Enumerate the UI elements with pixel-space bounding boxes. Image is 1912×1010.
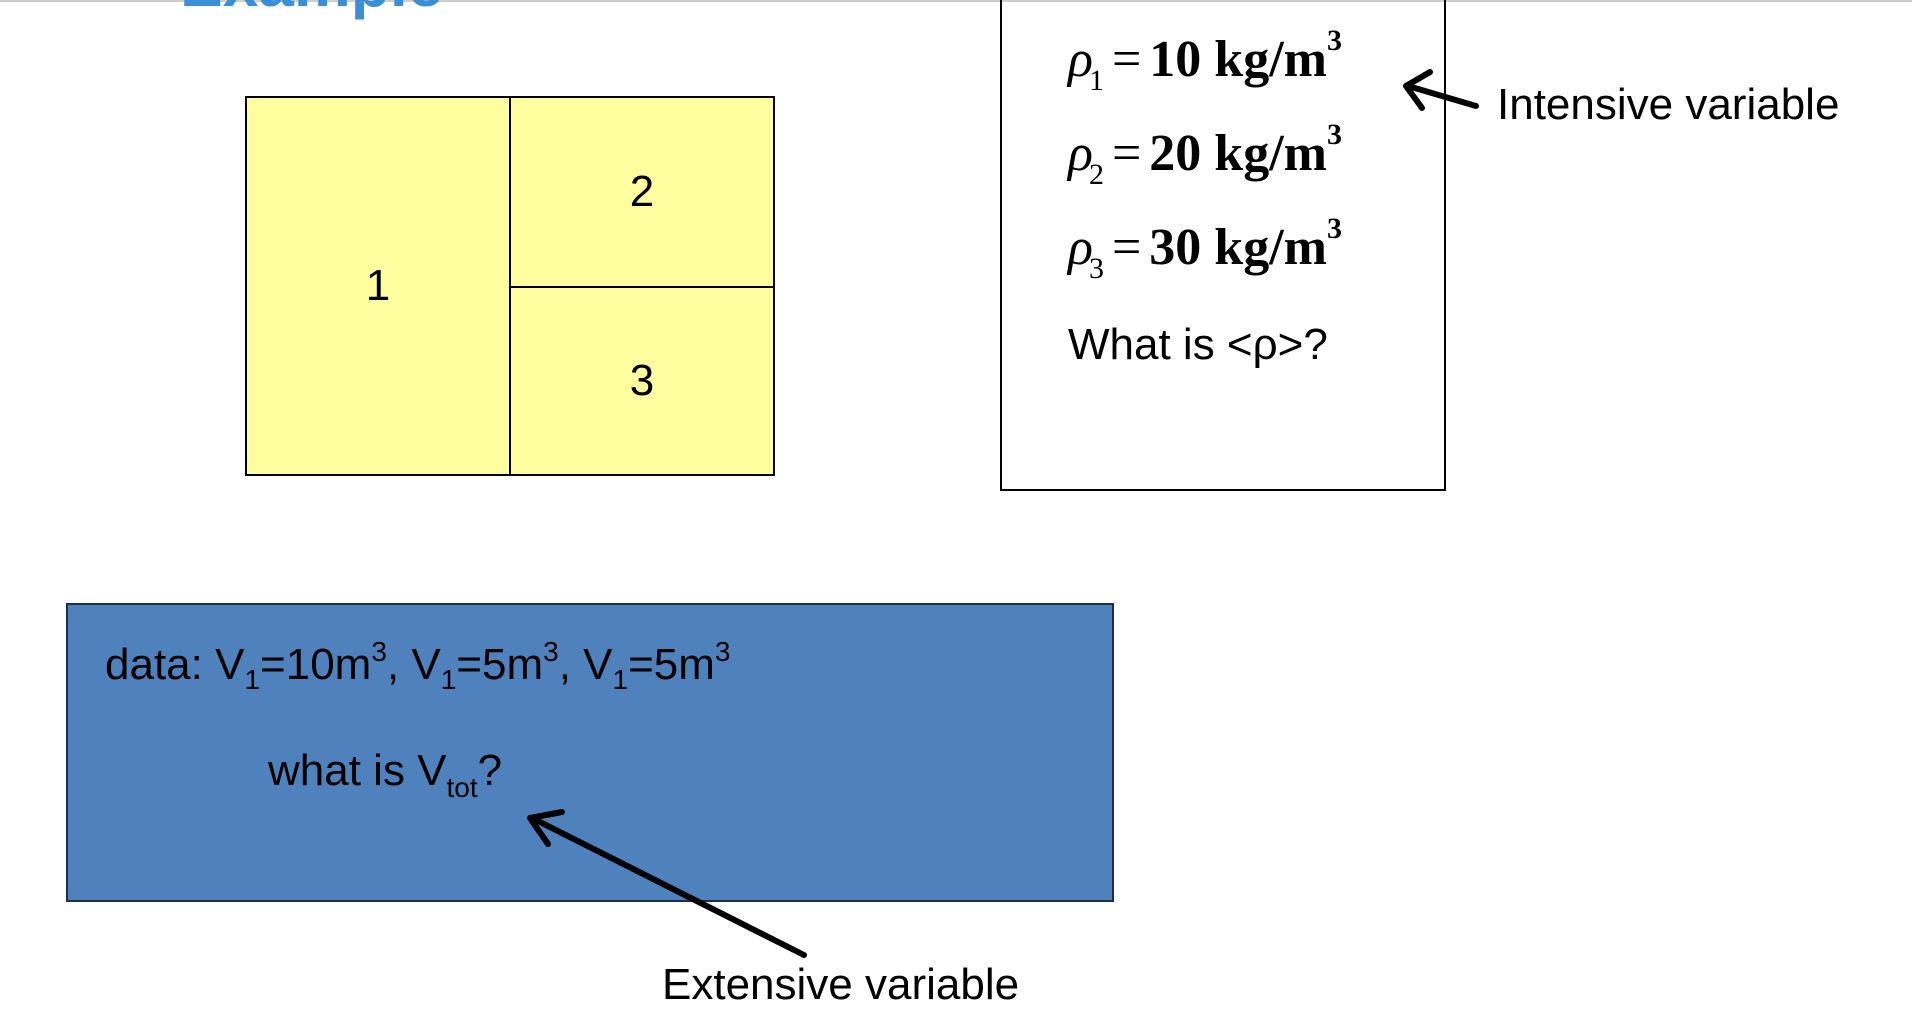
density-unit: kg/m — [1214, 219, 1327, 276]
density-value: 20 — [1149, 125, 1202, 182]
volume-2: V1=5m3 — [411, 636, 559, 695]
rho-symbol: ρ — [1068, 219, 1093, 276]
density-question: What is <ρ>? — [1068, 320, 1328, 369]
region-3-label: 3 — [629, 356, 655, 405]
density-box — [1000, 0, 1446, 491]
rho-symbol: ρ — [1068, 31, 1093, 88]
rho-index: 1 — [1088, 64, 1104, 97]
rho-symbol: ρ — [1068, 125, 1093, 182]
rho-index: 3 — [1088, 252, 1104, 285]
data-line: data: V1=10m3, V1=5m3, V1=5m3 — [105, 636, 731, 695]
region-1-label: 1 — [365, 261, 391, 310]
density-unit: kg/m — [1214, 31, 1327, 88]
density-unit: kg/m — [1214, 125, 1327, 182]
top-rule — [0, 0, 1912, 2]
unit-power: 3 — [1326, 118, 1342, 151]
density-equation-3: ρ3=30 kg/m3 — [1068, 212, 1342, 285]
region-1: 1 — [245, 96, 511, 476]
slide-title: Example — [180, 0, 443, 16]
intensive-variable-label: Intensive variable — [1497, 80, 1840, 129]
total-volume-question: what is Vtot? — [268, 746, 503, 803]
density-value: 10 — [1149, 31, 1202, 88]
density-equation-2: ρ2=20 kg/m3 — [1068, 118, 1342, 191]
region-2-label: 2 — [629, 167, 655, 216]
region-2: 2 — [509, 96, 775, 288]
volume-3: V1=5m3 — [583, 636, 731, 695]
density-equation-1: ρ1=10 kg/m3 — [1068, 24, 1342, 97]
data-box — [66, 603, 1114, 902]
volume-1: V1=10m3 — [215, 636, 387, 695]
extensive-arrow-icon — [527, 809, 807, 958]
region-3: 3 — [509, 286, 775, 476]
intensive-arrow-icon — [1403, 69, 1479, 111]
unit-power: 3 — [1326, 24, 1342, 57]
density-value: 30 — [1149, 219, 1202, 276]
data-prefix: data: — [105, 640, 216, 689]
extensive-variable-label: Extensive variable — [662, 960, 1020, 1009]
unit-power: 3 — [1326, 212, 1342, 245]
rho-index: 2 — [1088, 158, 1104, 191]
